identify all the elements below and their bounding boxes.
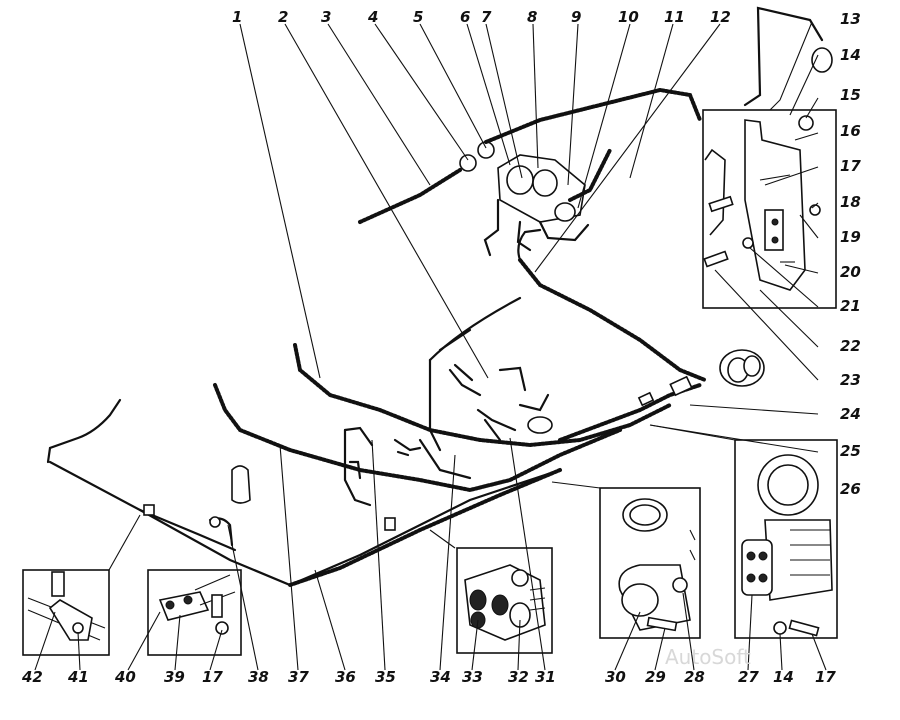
callout-12: 12	[710, 8, 731, 26]
callout-4: 4	[367, 8, 378, 26]
callout-21: 21	[840, 297, 861, 315]
callout-42: 42	[21, 668, 43, 686]
callout-40: 40	[114, 668, 136, 686]
callout-7: 7	[481, 8, 492, 26]
callout-38: 38	[248, 668, 269, 686]
callout-17-bottom: 17	[815, 668, 836, 686]
callout-15: 15	[840, 86, 861, 104]
callout-5: 5	[413, 8, 423, 26]
callout-6: 6	[460, 8, 470, 26]
callout-17: 17	[840, 157, 861, 175]
callout-3: 3	[321, 8, 331, 26]
callout-14: 14	[840, 46, 861, 64]
leader-lines	[34, 21, 827, 671]
callout-1: 1	[232, 8, 242, 26]
detail-clamp	[147, 569, 242, 656]
connector-block	[143, 504, 155, 516]
callout-14-bottom: 14	[773, 668, 794, 686]
callout-18: 18	[840, 193, 861, 211]
callout-23: 23	[840, 371, 861, 389]
callout-24: 24	[840, 405, 861, 423]
callout-32: 32	[508, 668, 529, 686]
callout-29: 29	[645, 668, 666, 686]
callout-9: 9	[571, 8, 581, 26]
callout-31: 31	[535, 668, 556, 686]
switch	[477, 141, 495, 159]
callout-22: 22	[840, 337, 861, 355]
callout-20: 20	[840, 263, 861, 281]
callout-16: 16	[840, 122, 861, 140]
connector-block	[384, 517, 396, 531]
callout-30: 30	[605, 668, 626, 686]
rear-lamp	[231, 465, 251, 504]
callout-36: 36	[335, 668, 356, 686]
callout-28: 28	[684, 668, 705, 686]
callout-10: 10	[618, 8, 639, 26]
callout-37: 37	[288, 668, 309, 686]
callout-27: 27	[738, 668, 759, 686]
callout-8: 8	[527, 8, 537, 26]
callout-41: 41	[67, 668, 89, 686]
callout-34: 34	[430, 668, 451, 686]
callout-13: 13	[840, 10, 861, 28]
detail-speedometer	[734, 439, 838, 639]
callout-2: 2	[278, 8, 288, 26]
callout-17-left: 17	[202, 668, 223, 686]
callout-26: 26	[840, 480, 861, 498]
watermark: AutoSoft	[665, 645, 751, 669]
callout-25: 25	[840, 442, 861, 460]
callout-35: 35	[375, 668, 396, 686]
switch	[459, 154, 477, 172]
callout-19: 19	[840, 228, 861, 246]
detail-gauge	[599, 487, 701, 639]
callout-labels: 1 2 3 4 5 6 7 8 9 10 11 12 13 14 15 16 1…	[21, 8, 861, 686]
harness-drawing	[46, 6, 833, 587]
detail-connector	[456, 547, 553, 654]
callout-11: 11	[664, 8, 685, 26]
callout-39: 39	[164, 668, 185, 686]
detail-clip	[22, 569, 110, 656]
callout-33: 33	[462, 668, 483, 686]
detail-bracket	[702, 109, 837, 309]
